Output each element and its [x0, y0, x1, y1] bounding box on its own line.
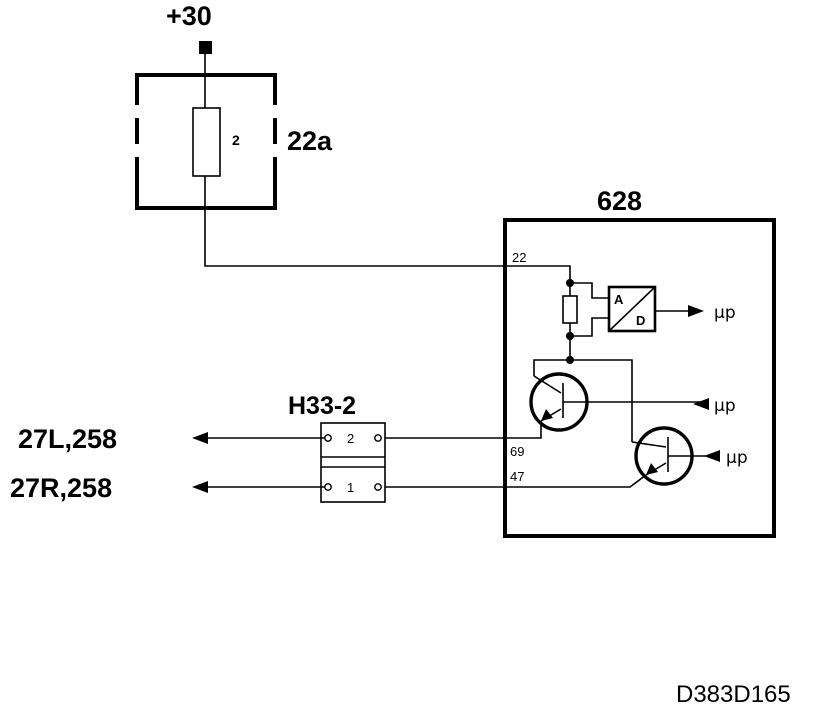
arrow-right-icon [688, 305, 704, 317]
output-wire-47 [381, 474, 647, 488]
diagram-code: D383D165 [676, 681, 791, 708]
pin-22-label: 22 [512, 250, 526, 265]
pin-69-label: 69 [510, 444, 524, 459]
supply-terminal [199, 41, 212, 54]
supply-label: +30 [166, 1, 212, 31]
mp-label-adc: μp [714, 303, 736, 323]
adc-diagonal [608, 286, 656, 332]
adc-input-wires [570, 282, 609, 337]
supply-wire [204, 54, 571, 281]
arrow-left-icon [704, 450, 720, 462]
emitter-arrow-icon [541, 409, 553, 421]
connector-h33-2 [320, 422, 386, 503]
output-right-label: 27R,258 [10, 473, 112, 503]
mp-label-transistor-1: μp [714, 396, 736, 416]
adc-a-label: A [614, 292, 624, 307]
transistor-1-collector [533, 375, 562, 394]
transistor-supply-wire [533, 359, 633, 442]
module-628 [503, 218, 776, 538]
connector-pin [324, 434, 332, 442]
connector-label: H33-2 [288, 392, 356, 420]
pin-47-label: 47 [510, 469, 524, 484]
fuse-box-22a [135, 73, 277, 210]
output-left-label: 27L,258 [18, 424, 117, 454]
connector-pin-1-label: 1 [347, 480, 354, 495]
connector-pin [374, 434, 382, 442]
connector-pin-2-label: 2 [347, 431, 354, 446]
arrow-left-icon [192, 432, 208, 444]
arrow-left-icon [192, 481, 208, 493]
shunt-resistor [562, 295, 578, 324]
connector-pin [374, 483, 382, 491]
fuse-number: 2 [232, 132, 240, 148]
fuse [192, 107, 221, 177]
output-wire-69 [381, 421, 542, 439]
mp-label-transistor-2: μp [726, 448, 748, 468]
connector-pin [324, 483, 332, 491]
fuse-box-label: 22a [287, 126, 333, 156]
arrow-left-icon [693, 398, 709, 410]
transistor-2-collector [631, 441, 667, 448]
module-label: 628 [597, 186, 642, 216]
adc-d-label: D [636, 313, 645, 328]
emitter-arrow-icon [646, 463, 658, 475]
